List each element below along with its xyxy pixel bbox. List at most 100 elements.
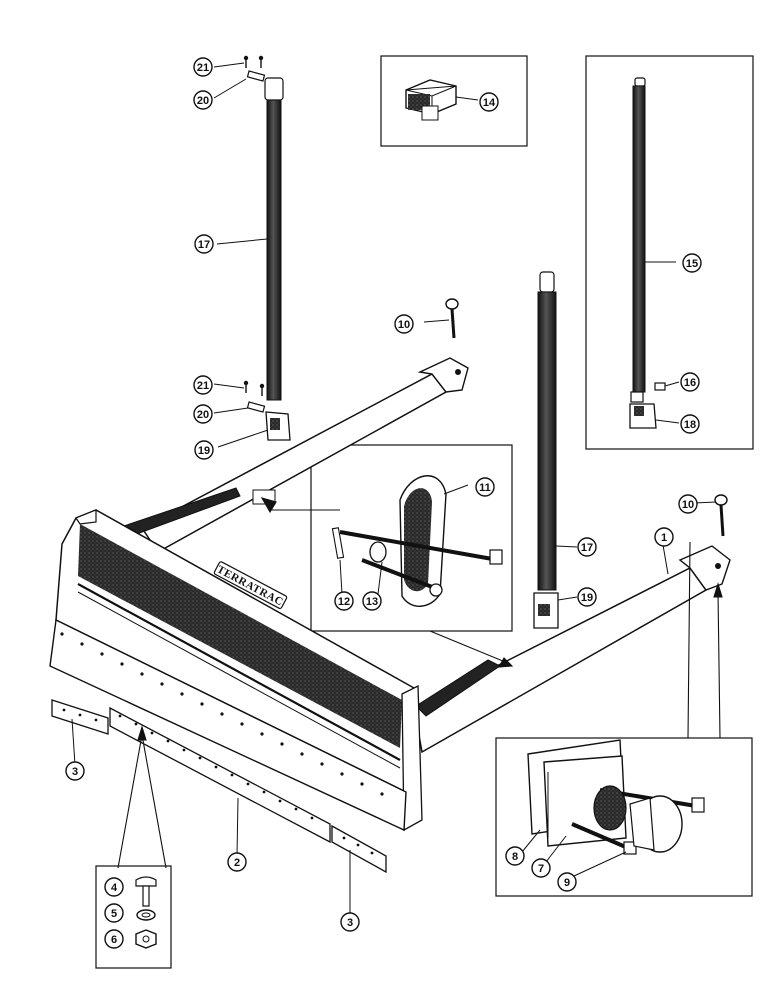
callout-1: 1 [654, 527, 674, 547]
callout-circle [104, 903, 124, 923]
push-frame-part-1 [117, 357, 731, 754]
callout-number: 12 [338, 596, 350, 608]
callout-circle [475, 477, 495, 497]
callout-number: 6 [111, 934, 117, 946]
inset-box-bracket-7-9 [495, 737, 753, 897]
callout-8: 8 [505, 846, 525, 866]
callout-number: 18 [684, 419, 696, 431]
bracket-part-11 [399, 475, 469, 607]
callout-19: 19 [577, 587, 597, 607]
inset-box-hardware-4-6 [95, 865, 172, 969]
pin-part-16 [654, 381, 680, 391]
callout-7: 7 [531, 858, 551, 878]
hardware-nut-6 [135, 929, 157, 949]
inset-box-part-14 [380, 55, 528, 147]
bolt-part-10-top [423, 298, 459, 339]
callout-number: 17 [198, 239, 210, 251]
bolt-part-10-right [693, 494, 728, 537]
callout-18: 18 [680, 414, 700, 434]
callout-circle [340, 912, 360, 932]
leader-arrows-bracket-7-9 [687, 541, 723, 739]
callout-circle [193, 57, 213, 77]
callout-17: 17 [194, 234, 214, 254]
hardware-bolt-4 [135, 876, 157, 907]
callout-number: 19 [581, 592, 593, 604]
callout-number: 7 [538, 863, 544, 875]
blade-bolt-holes [60, 632, 384, 796]
callout-4: 4 [104, 877, 124, 897]
callout-number: 4 [111, 882, 118, 894]
callout-circle [193, 404, 213, 424]
callout-circle [227, 852, 247, 872]
hardware-washer-5 [136, 909, 156, 921]
leader-arrows-hardware [117, 725, 167, 869]
callout-number: 15 [686, 258, 698, 270]
callout-21: 21 [193, 375, 213, 395]
callout-10: 10 [678, 494, 698, 514]
callout-number: 14 [483, 97, 496, 109]
callout-circle [334, 591, 354, 611]
callout-number: 19 [198, 445, 210, 457]
pad-part-14 [405, 79, 479, 121]
callout-circle [505, 846, 525, 866]
end-bit-part-3-left [51, 699, 109, 766]
callout-12: 12 [334, 591, 354, 611]
callout-circle [531, 858, 551, 878]
bolt-and-plate-12-13 [331, 527, 503, 597]
callout-number: 1 [661, 532, 667, 544]
callout-20: 20 [193, 90, 213, 110]
callout-number: 9 [564, 877, 570, 889]
callout-circle [577, 587, 597, 607]
callout-circle [65, 761, 85, 781]
callout-11: 11 [475, 477, 495, 497]
callout-circle [680, 414, 700, 434]
callout-number: 3 [72, 766, 78, 778]
callout-circle [194, 234, 214, 254]
pins-bottom-left [213, 380, 266, 414]
clevis-part-18 [629, 403, 680, 429]
callout-number: 11 [479, 482, 491, 494]
callout-number: 17 [581, 542, 593, 554]
bracket-assembly-7-9 [521, 739, 705, 877]
callout-3: 3 [340, 912, 360, 932]
callout-10: 10 [394, 314, 414, 334]
callout-circle [479, 92, 499, 112]
callout-circle [680, 372, 700, 392]
callout-5: 5 [104, 903, 124, 923]
callout-19: 19 [194, 440, 214, 460]
callout-circle [104, 877, 124, 897]
callout-16: 16 [680, 372, 700, 392]
callout-number: 21 [197, 380, 209, 392]
callout-13: 13 [362, 591, 382, 611]
callout-number: 10 [682, 499, 694, 511]
callout-number: 21 [197, 62, 209, 74]
callout-circle [678, 494, 698, 514]
end-bit-part-3-right [331, 824, 387, 915]
pins-top-left [213, 55, 266, 99]
callout-number: 8 [512, 851, 518, 863]
callout-number: 20 [197, 409, 209, 421]
callout-circle [682, 253, 702, 273]
callout-number: 20 [197, 95, 209, 107]
callout-3: 3 [65, 761, 85, 781]
leader-arrows-bracket-11-13 [260, 497, 514, 668]
callout-number: 13 [366, 596, 378, 608]
callout-number: 5 [111, 908, 117, 920]
callout-circle [193, 90, 213, 110]
callout-14: 14 [479, 92, 499, 112]
callout-number: 2 [234, 857, 240, 869]
callout-circle [557, 872, 577, 892]
inset-box-bracket-11-13 [310, 444, 513, 632]
callout-circle [194, 440, 214, 460]
hydraulic-cylinder-15 [630, 77, 676, 403]
clevis-part-19-right [533, 592, 578, 629]
callout-number: 16 [684, 377, 696, 389]
callout-number: 10 [398, 319, 410, 331]
inset-box-cylinder-15 [585, 55, 754, 450]
callout-circle [577, 537, 597, 557]
callout-circle [104, 929, 124, 949]
callout-circle [394, 314, 414, 334]
hydraulic-cylinder-17-right [537, 271, 578, 591]
